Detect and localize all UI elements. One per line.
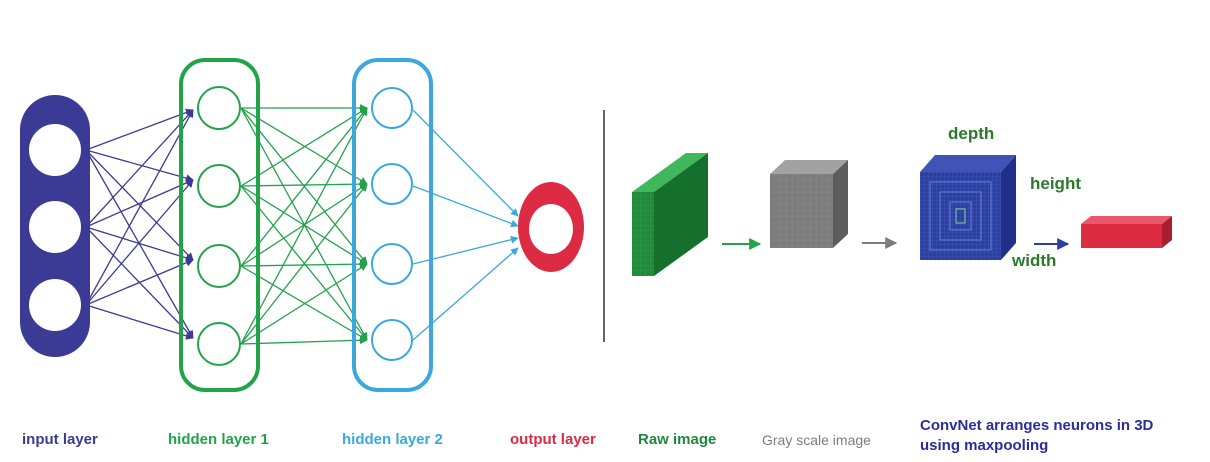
input-layer <box>20 95 90 357</box>
convnet-caption-line-1: ConvNet arranges neurons in 3D <box>920 417 1154 434</box>
width-label: width <box>1012 251 1057 270</box>
hidden2-neuron <box>371 87 413 129</box>
gray-scale-image-block <box>770 160 848 248</box>
hidden-layer-1-label: hidden layer 1 <box>168 431 269 448</box>
raw-image-label: Raw image <box>638 431 717 448</box>
hidden2-neuron <box>371 319 413 361</box>
hidden-layer-2 <box>352 58 433 392</box>
input-to-hidden1-connections <box>85 108 194 340</box>
hidden1-neuron <box>197 244 241 288</box>
output-layer-label: output layer <box>510 431 596 448</box>
input-layer-label: input layer <box>22 431 98 448</box>
hidden1-neuron <box>197 164 241 208</box>
hidden2-neuron <box>371 163 413 205</box>
convnet-caption: ConvNet arranges neurons in 3D using max… <box>920 416 1153 456</box>
hidden2-neuron <box>371 243 413 285</box>
raw-image-block <box>632 153 708 276</box>
hidden-layer-2-label: hidden layer 2 <box>342 431 443 448</box>
hidden1-neuron <box>197 86 241 130</box>
hidden2-to-output-connections <box>412 109 519 341</box>
hidden-layer-1 <box>179 58 260 392</box>
convnet-caption-line-2: using maxpooling <box>920 437 1049 454</box>
input-neuron <box>29 279 81 331</box>
depth-label: depth <box>948 124 995 143</box>
gray-scale-image-label: Gray scale image <box>762 432 871 448</box>
output-neuron <box>529 204 573 254</box>
convnet-cube <box>920 155 1016 260</box>
output-layer <box>518 182 584 272</box>
input-neuron <box>29 201 81 253</box>
convnet-output-block <box>1081 216 1172 248</box>
hidden1-neuron <box>197 322 241 366</box>
hidden1-to-hidden2-connections <box>240 104 368 345</box>
height-label: height <box>1030 174 1081 193</box>
input-neuron <box>29 124 81 176</box>
